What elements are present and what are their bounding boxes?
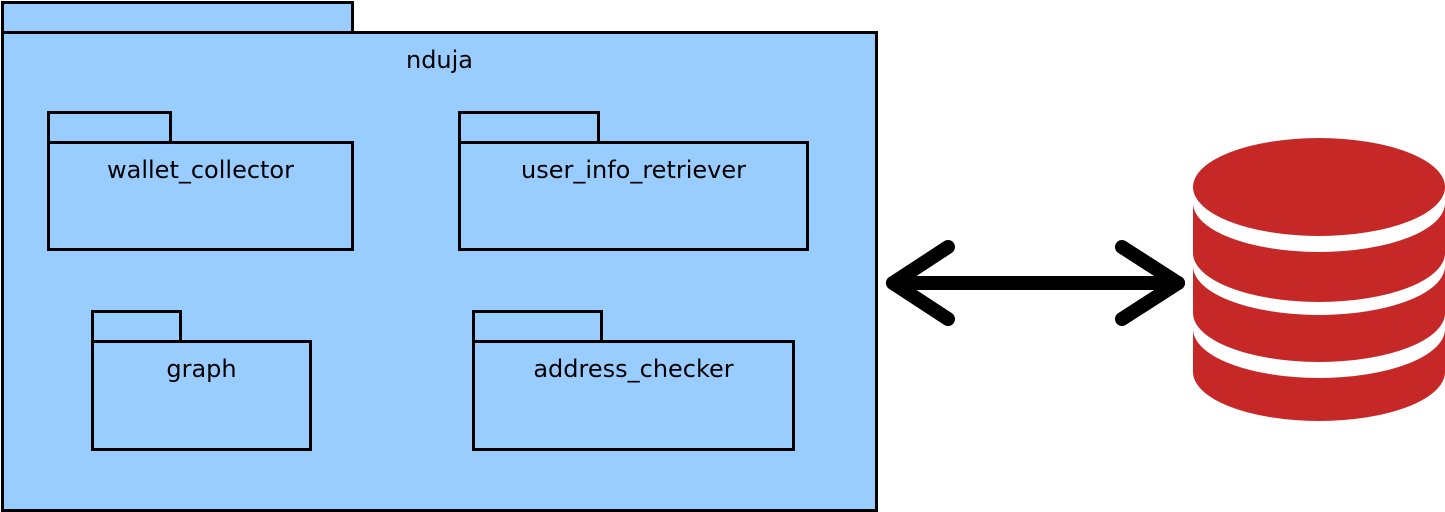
sub-package-label: wallet_collector xyxy=(107,156,294,184)
bidirectional-arrow xyxy=(886,240,1185,326)
main-package-label: nduja xyxy=(405,46,474,74)
sub-package-graph: graph xyxy=(91,340,312,451)
sub-package-user-info-retriever: user_info_retriever xyxy=(458,141,809,251)
sub-package-label: address_checker xyxy=(533,355,734,383)
arrow-head-right xyxy=(1115,240,1185,326)
sub-package-label: user_info_retriever xyxy=(520,156,746,184)
database-icon xyxy=(1193,138,1445,421)
arrow-head-left xyxy=(886,240,955,326)
sub-package-address-checker: address_checker xyxy=(472,340,795,451)
sub-package-wallet-collector: wallet_collector xyxy=(47,141,354,251)
sub-package-label: graph xyxy=(166,355,237,383)
